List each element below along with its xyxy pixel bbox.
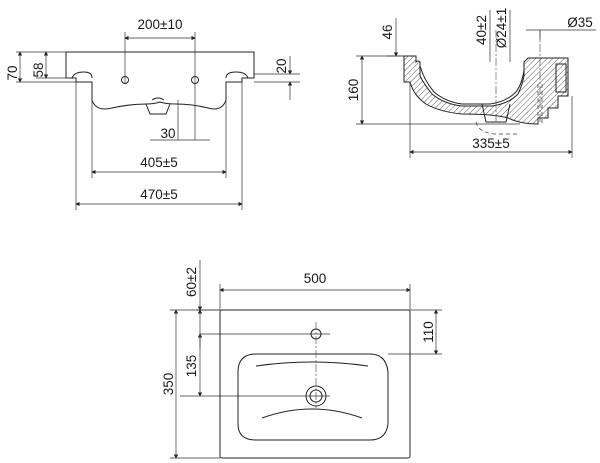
top-bowl-upper-curve [255,361,369,367]
dim-text-46: 46 [380,24,395,39]
dim-text-110: 110 [421,321,436,343]
dim-text-135: 135 [184,355,199,378]
dim-text-335: 335±5 [472,136,509,151]
dim-text-500: 500 [304,271,327,286]
dim-text-200: 200±10 [138,17,183,32]
dim-text-20: 20 [274,58,289,73]
dim-text-24: Ø24±1 [494,8,509,48]
section-drain [481,103,511,123]
front-basin-outline [65,51,255,110]
dim-text-405: 405±5 [140,155,177,170]
section-inner-bowl [419,65,525,105]
dim-text-470: 470±5 [140,187,177,202]
top-bowl-lower-curve [261,408,363,419]
front-view: 200±10 70 58 20 30 405±5 470±5 [5,17,300,210]
top-view: 500 60±2 110 135 350 [161,260,442,459]
section-view: 46 40±2 Ø24±1 Ø35 160 335±5 [346,8,596,158]
section-shell [403,55,569,125]
dim-text-160: 160 [346,79,361,102]
front-left-foot [71,71,93,79]
front-drain [145,103,171,115]
front-right-foot [225,71,249,79]
top-bowl [237,353,389,441]
dim-text-30: 30 [160,126,175,141]
section-overflow [555,63,567,93]
dim-text-40: 40±2 [474,15,489,45]
dim-text-350: 350 [161,373,176,396]
dim-text-58: 58 [31,62,46,77]
front-drain-lip [151,97,165,101]
dim-text-70: 70 [5,65,20,80]
top-outline [219,309,411,459]
dim-text-35: Ø35 [567,15,593,30]
dim-text-60: 60±2 [184,267,199,297]
